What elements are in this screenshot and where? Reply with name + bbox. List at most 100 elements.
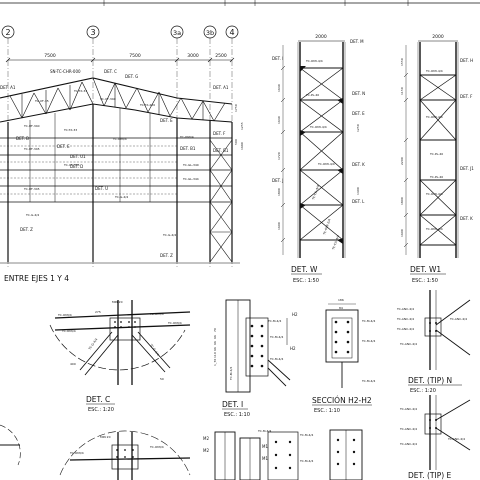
elev-member-tag: TC-OMI/4 bbox=[179, 135, 194, 139]
det-w1-tag: DET. H bbox=[460, 58, 473, 63]
det-w-scale: ESC.: 1:50 bbox=[293, 278, 319, 284]
det-w1-member-tag: TC-OMI-4/4 bbox=[425, 115, 443, 119]
det-w-member-tag: TC-CIL-4/4 bbox=[311, 184, 320, 201]
bottom-mid-tag: M1 bbox=[262, 444, 268, 449]
elev-det-tag: DET. E bbox=[57, 144, 70, 149]
det-tip-n-drawing: TC-ANC-4/4 TC-ANC-4/4 TC-ANC-4/4 TC-ANC-… bbox=[396, 290, 471, 394]
det-w1-tag: DET. K bbox=[460, 216, 473, 221]
det-i-dim: 110 bbox=[213, 352, 217, 358]
det-i-tag: H2 bbox=[292, 312, 298, 317]
det-i-tag: TC-M-4/4 bbox=[267, 319, 281, 323]
elev-det-tag: DET. B bbox=[16, 136, 29, 141]
elev-det-tag: DET. A1 bbox=[213, 85, 229, 90]
elev-top-label-1: DET. C bbox=[104, 69, 117, 74]
elev-member-tag: TC-UF-35 bbox=[34, 99, 49, 103]
det-w-tag: DET. L bbox=[352, 199, 365, 204]
det-i-dim: 66 bbox=[213, 341, 217, 345]
elev-member-tag: TC-TX-33 bbox=[63, 128, 77, 132]
bottom-mid-detail: MIN 20 TC-OMI/4 TC-OMI/4 M2 M2 M1 M1 TC-… bbox=[59, 429, 363, 480]
det-w-vert-dim: 1600 bbox=[277, 222, 281, 230]
det-i-scale: ESC.: 1:10 bbox=[224, 412, 250, 418]
det-tip-e-tag: TC-ANC-4/4 bbox=[399, 407, 417, 411]
det-tip-e-tag: TC-ANC-4/4 bbox=[399, 442, 417, 446]
bottom-mid-tag: MIN 20 bbox=[100, 435, 111, 439]
elev-member-tag: TC-UF-340 bbox=[23, 124, 40, 128]
elev-member-tag: TC-UF-340 bbox=[99, 97, 116, 101]
det-tip-e-drawing: TC-ANC-4/4 TC-ANC-4/4 TC-ANC-4/4 TC-ANC-… bbox=[399, 395, 471, 480]
det-c-drawing: MIN 20 TC-OMI/4 TC-OMI/4 TC-OMI/4 TC-OMI… bbox=[49, 300, 191, 413]
det-c-tag: TC-OMI/4 bbox=[57, 313, 72, 317]
elev-member-tag: TC-GL-344 bbox=[182, 177, 199, 181]
det-w-tag: DET. K bbox=[352, 162, 365, 167]
det-i-tag: TC-M-4/4 bbox=[269, 357, 283, 361]
bottom-mid-tag: TC-M-4/4 bbox=[257, 429, 271, 433]
elev-member-tag: TC-G-4/4 bbox=[25, 213, 39, 217]
elev-vert-dim: 1255 bbox=[240, 122, 244, 130]
elev-member-tag: TC-G-4/4 bbox=[114, 195, 128, 199]
det-i-tag: H2 bbox=[290, 346, 296, 351]
det-w1-member-tag: TC-OMI-4/4 bbox=[425, 192, 443, 196]
elev-top-label-2: DET. G bbox=[125, 74, 138, 79]
bottom-mid-tag: TC-M-4/4 bbox=[299, 459, 313, 463]
elev-det-tag: DET. U bbox=[95, 186, 108, 191]
det-i-dim: 66 bbox=[213, 347, 217, 351]
det-i-tag: TC-M-4/4 bbox=[229, 367, 233, 381]
det-c-dim: 275 bbox=[95, 310, 101, 314]
dim-7500-b: 7500 bbox=[129, 53, 141, 59]
elev-top-label-0: SN-TC-CHR-000 bbox=[50, 69, 81, 74]
elev-member-tag: TC-TX-33 bbox=[73, 89, 87, 93]
det-w1-drawing: 2000 1550 1150 2200 1800 1 bbox=[400, 34, 474, 284]
sec-h2-tag: TC-M-4/4 bbox=[361, 319, 375, 323]
det-w-vert-dim: 1640 bbox=[277, 116, 281, 124]
bottom-mid-tag: M1 bbox=[262, 456, 268, 461]
sec-h2-tag: TC-M-4/4 bbox=[361, 339, 375, 343]
elev-vert-dim: 1690 bbox=[240, 142, 244, 150]
svg-text:2: 2 bbox=[5, 28, 10, 37]
det-w1-top-dim: 2000 bbox=[432, 34, 444, 40]
det-w-vert-dim: 1640 bbox=[277, 84, 281, 92]
det-c-tag: TC-OMI/4 bbox=[167, 321, 182, 325]
sec-h2-title: SECCIÓN H2-H2 bbox=[312, 396, 372, 405]
section-h2-drawing: 186 84 TC-M-4/4 TC-M-4/4 TC-M-4/4 SECCIÓ… bbox=[312, 298, 375, 414]
det-w-member-tag: TC-OMI-4/4 bbox=[317, 162, 335, 166]
det-w-member-tag: TC-OMI-4/4 bbox=[309, 125, 327, 129]
elevation-drawing: 2 3 3a 3b 4 bbox=[0, 25, 244, 283]
sec-h2-tag: TC-M-4/4 bbox=[361, 379, 375, 383]
det-tip-n-tag: TC-ANC-4/4 bbox=[396, 307, 414, 311]
sec-h2-scale: ESC.: 1:10 bbox=[314, 408, 340, 414]
elev-member-tag: TC-TX-200 bbox=[139, 103, 155, 107]
det-c-tag: TC-G-4/4 bbox=[87, 337, 98, 351]
det-c-tag: TC-OMI/4 bbox=[149, 312, 164, 316]
elev-det-tag: DET. F bbox=[213, 131, 226, 136]
det-w1-member-tag: TC-OMI-4/4 bbox=[425, 69, 443, 73]
det-c-tag: TC-OMI/4 bbox=[61, 329, 76, 333]
det-w1-vert-dim: 1550 bbox=[400, 58, 404, 66]
det-w1-scale: ESC.: 1:50 bbox=[412, 278, 438, 284]
det-tip-n-scale: ESC.: 1:20 bbox=[410, 388, 436, 394]
det-w1-vert-dim: 1800 bbox=[400, 197, 404, 205]
dim-2500: 2500 bbox=[215, 53, 227, 59]
det-c-tag: TC-G-4/4 bbox=[149, 342, 160, 356]
det-w-tag: DET. I bbox=[272, 56, 283, 61]
det-tip-n-tag: TC-ANC-4/4 bbox=[449, 317, 467, 321]
det-w-tag: DET. M bbox=[350, 39, 364, 44]
det-w1-title: DET. W1 bbox=[410, 265, 441, 274]
det-tip-e-tag: TC-ANC-4/4 bbox=[447, 437, 465, 441]
det-w1-tag: DET. J1 bbox=[460, 166, 474, 171]
det-i-tag: TC-M-4/4 bbox=[269, 335, 283, 339]
det-c-dim: 400 bbox=[70, 362, 76, 366]
det-w-member-tag: TC-PL-40 bbox=[305, 93, 319, 97]
elev-member-tag: TC-OMI/4 bbox=[112, 137, 127, 141]
elev-det-tag: DET. A1 bbox=[0, 85, 16, 90]
elev-member-tag: TC-G-4/4 bbox=[162, 233, 176, 237]
det-tip-n-title: DET. (TIP) N bbox=[408, 376, 452, 385]
elev-det-tag: DET. D bbox=[70, 164, 83, 169]
det-i-dim: 1_70 bbox=[213, 359, 217, 366]
det-i-title: DET. I bbox=[222, 400, 243, 409]
bottom-mid-tag: TC-OMI/4 bbox=[69, 451, 84, 455]
det-w1-vert-dim: 1600 bbox=[400, 229, 404, 237]
elevation-title: ENTRE EJES 1 Y 4 bbox=[4, 274, 69, 283]
det-w1-member-tag: TC-OMI-4/4 bbox=[425, 227, 443, 231]
svg-text:3: 3 bbox=[90, 28, 95, 37]
det-w-vert-dim: 1250 bbox=[356, 124, 360, 132]
